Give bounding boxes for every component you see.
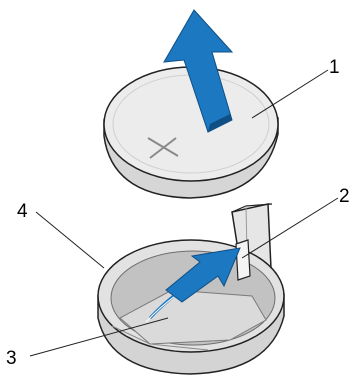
- negative-terminal-mark: [147, 137, 179, 159]
- callout-1: 1: [329, 57, 340, 78]
- lift-arrow-icon: [163, 9, 234, 133]
- leader-line-4: [35, 211, 105, 269]
- release-latch: [235, 239, 251, 281]
- callout-2: 2: [339, 186, 350, 207]
- push-latch-arrow-icon: [165, 247, 241, 303]
- battery-top: [103, 66, 279, 182]
- callout-3: 3: [6, 348, 17, 369]
- coin-cell-battery: [103, 66, 279, 199]
- leader-line-1: [251, 69, 329, 119]
- callout-4: 4: [17, 201, 28, 222]
- leader-lines: [29, 69, 339, 357]
- leader-line-2: [241, 197, 339, 259]
- leader-line-3: [29, 317, 169, 357]
